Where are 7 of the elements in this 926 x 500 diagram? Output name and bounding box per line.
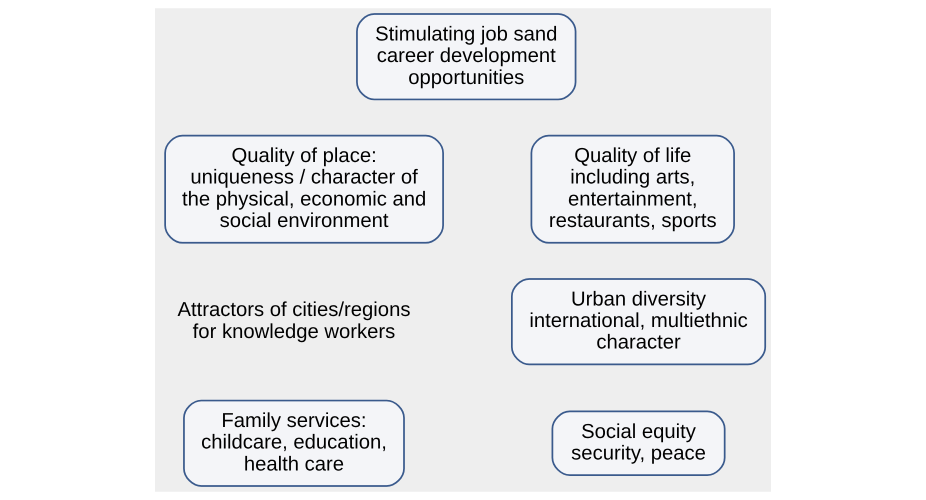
label: Attractors of cities/regions for knowledge workers (177, 299, 410, 343)
node-box: Stimulating job sand career development opportunities (356, 13, 576, 100)
node-box: Quality of life including arts, entertainment, restaurants, sports (530, 134, 735, 244)
node-box: Family services: childcare, education, health care (183, 400, 405, 487)
node-box: Urban diversity international, multiethnic character (511, 278, 766, 366)
node-box: Quality of place: uniqueness / character of the physical, economic and social environment (164, 134, 444, 244)
node-box: Social equity security, peace (552, 410, 726, 476)
